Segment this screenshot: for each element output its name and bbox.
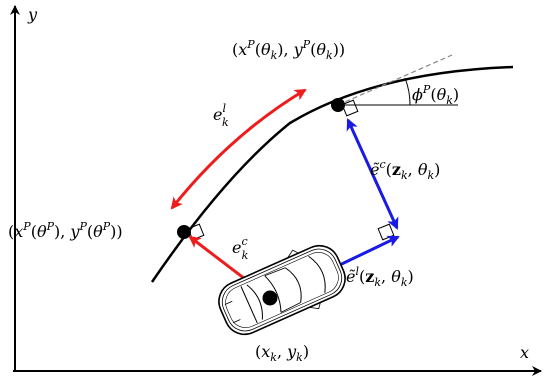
label-vehicle-position: (xk, yk) — [255, 342, 309, 364]
y-axis-label: y — [27, 5, 38, 24]
tangent-line — [337, 54, 453, 106]
heading-angle-arc — [404, 77, 411, 106]
label-lag-error-tilde: ẽl(zk, θk) — [346, 265, 414, 289]
label-contour-error-tilde: ẽc(zk, θk) — [370, 158, 440, 182]
right-angle-marker-top — [341, 99, 359, 117]
lag-error-arrow — [170, 88, 307, 210]
label-ref-point-p: (xP(θP), yP(θP)) — [8, 220, 123, 241]
label-heading-angle: ϕP(θk) — [412, 83, 459, 107]
reference-point-theta-p — [177, 225, 191, 239]
right-angle-marker-right — [377, 223, 395, 241]
vehicle-car-icon — [218, 244, 346, 336]
vehicle-position-point — [262, 290, 278, 306]
x-axis-label: x — [520, 343, 529, 362]
reference-point-theta-k — [331, 98, 345, 112]
label-ref-point-k: (xP(θk), yP(θk)) — [232, 38, 345, 62]
contour-error-tilde-arrow — [346, 118, 399, 230]
